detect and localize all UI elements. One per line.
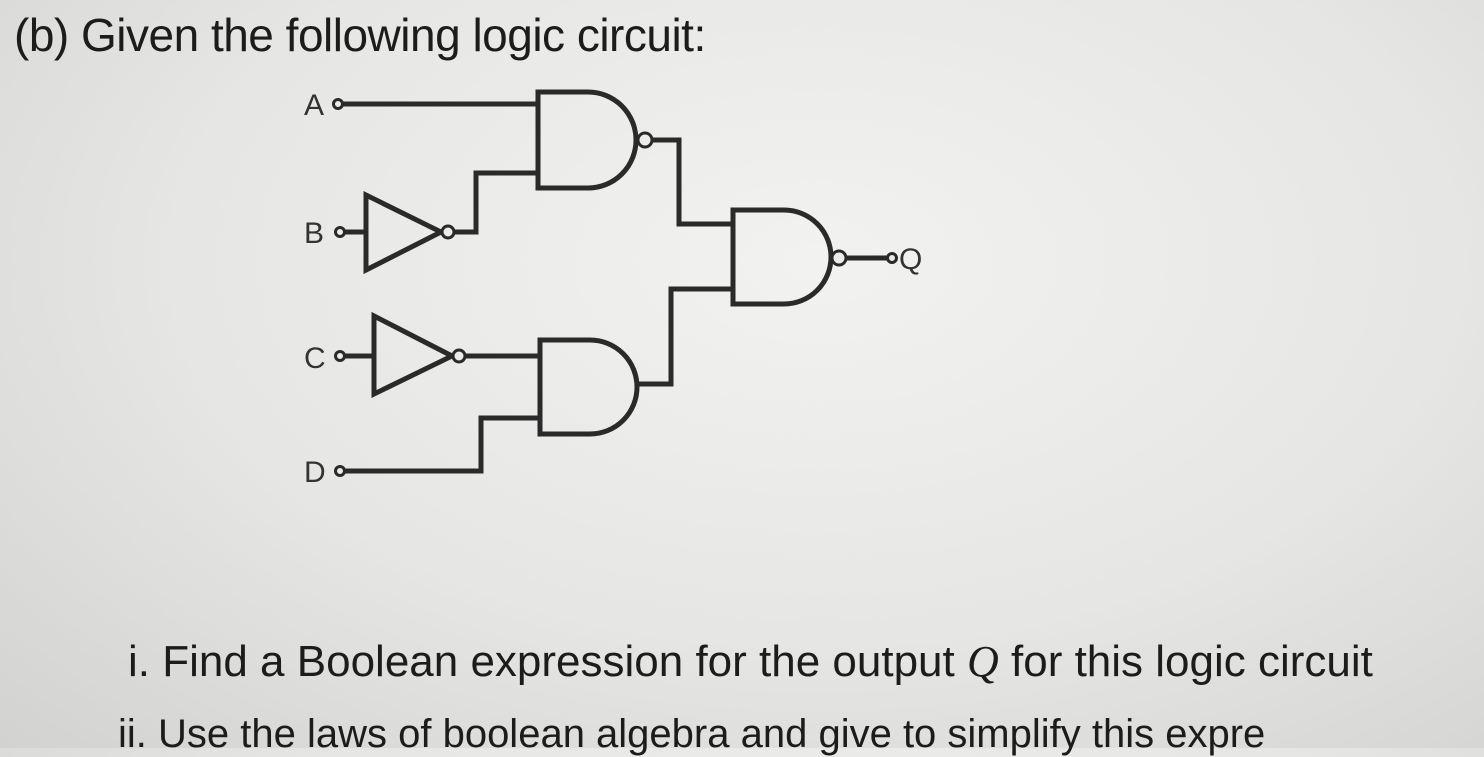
- question-i-text-after: for this logic circuit: [1011, 637, 1373, 686]
- question-i-text-before: Find a Boolean expression for the output: [162, 637, 955, 686]
- input-label-a: A: [304, 89, 324, 122]
- input-label-d: D: [304, 456, 326, 489]
- terminal-a: [332, 98, 344, 110]
- question-heading: (b) Given the following logic circuit:: [14, 9, 706, 61]
- question-i-number: i.: [128, 637, 150, 686]
- terminal-c: [334, 350, 346, 362]
- output-label-q: Q: [899, 243, 922, 276]
- wire-b-to-nand1: [454, 170, 538, 235]
- question-i-variable: Q: [966, 637, 999, 686]
- and-gate: [537, 337, 640, 437]
- not-gate-b: [363, 190, 447, 275]
- nand-gate-output: [730, 207, 834, 307]
- wire-nand1-to-nand3: [652, 137, 733, 227]
- question-ii: ii. Use the laws of boolean algebra and …: [118, 712, 1266, 756]
- terminal-b: [334, 226, 346, 238]
- terminal-d: [334, 465, 346, 477]
- input-label-c: C: [304, 342, 326, 375]
- question-i: i. Find a Boolean expression for the out…: [128, 636, 1373, 687]
- wire-and-to-nand3: [637, 286, 733, 387]
- nand-gate-1-bubble: [636, 131, 654, 149]
- not-gate-c: [371, 311, 458, 398]
- terminal-q: [886, 252, 898, 264]
- not-gate-b-bubble: [440, 224, 456, 240]
- input-label-b: B: [304, 217, 324, 250]
- wire-d: [345, 415, 540, 474]
- nand-gate-output-bubble: [830, 249, 848, 267]
- nand-gate-1: [535, 89, 639, 191]
- not-gate-c-bubble: [451, 348, 467, 364]
